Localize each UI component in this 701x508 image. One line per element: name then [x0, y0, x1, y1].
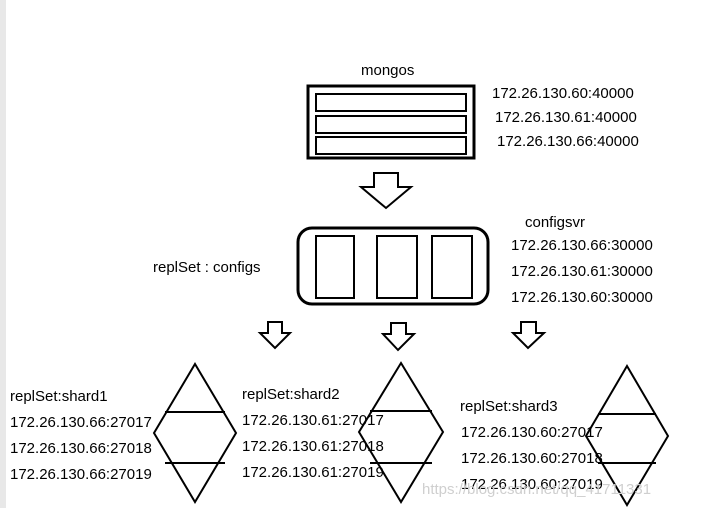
shard3-diamond [584, 364, 670, 507]
configsvr-address: 172.26.130.66:30000 [511, 237, 653, 254]
arrow-down-icon [380, 322, 417, 352]
shard1-address: 172.26.130.66:27019 [10, 466, 152, 483]
shard1-replset-label: replSet:shard1 [10, 388, 108, 405]
shard2-diamond [357, 361, 445, 504]
arrow-down-icon [510, 321, 547, 350]
shard3-address: 172.26.130.60:27018 [461, 450, 603, 467]
mongos-address: 172.26.130.66:40000 [497, 133, 639, 150]
shard1-address: 172.26.130.66:27017 [10, 414, 152, 431]
mongos-title: mongos [361, 62, 415, 79]
configs-replset-label: replSet : configs [153, 259, 261, 276]
shard2-address: 172.26.130.61:27019 [242, 464, 384, 481]
mongos-address: 172.26.130.60:40000 [492, 85, 634, 102]
arrow-down-icon [257, 321, 293, 350]
shard1-address: 172.26.130.66:27018 [10, 440, 152, 457]
shard3-address: 172.26.130.60:27019 [461, 476, 603, 493]
arrow-down-icon [358, 172, 414, 210]
configsvr-box [296, 226, 490, 306]
shard2-address: 172.26.130.61:27018 [242, 438, 384, 455]
shard3-replset-label: replSet:shard3 [460, 398, 558, 415]
watermark-text: https://blog.csdn.net/qq_41711331 [422, 481, 652, 498]
shard1-diamond [152, 362, 238, 504]
shard2-address: 172.26.130.61:27017 [242, 412, 384, 429]
configsvr-address: 172.26.130.60:30000 [511, 289, 653, 306]
left-border [0, 0, 6, 508]
shard2-replset-label: replSet:shard2 [242, 386, 340, 403]
mongos-box [306, 84, 476, 160]
configsvr-title: configsvr [525, 214, 586, 231]
mongos-address: 172.26.130.61:40000 [495, 109, 637, 126]
shard3-address: 172.26.130.60:27017 [461, 424, 603, 441]
configsvr-address: 172.26.130.61:30000 [511, 263, 653, 280]
